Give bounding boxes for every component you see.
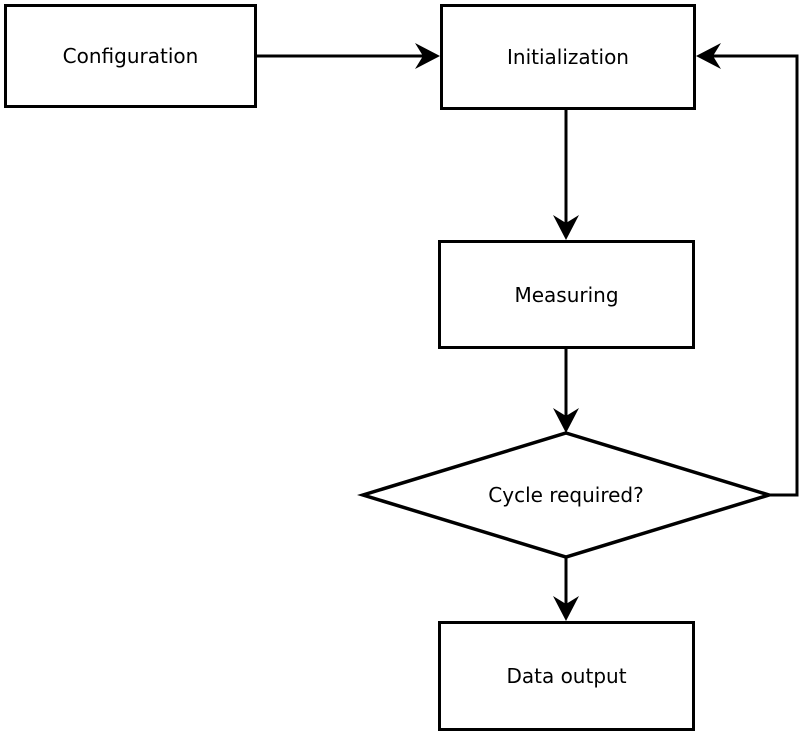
arrowhead-down-icon [553,215,579,240]
arrowhead-down-icon [553,596,579,621]
node-configuration-label: Configuration [62,44,199,68]
node-measuring: Measuring [438,240,695,349]
arrowhead-right-icon [415,43,440,69]
edge-measuring-to-decision [553,349,579,433]
node-data-output: Data output [438,621,695,731]
node-initialization-label: Initialization [507,45,629,69]
node-configuration: Configuration [4,4,257,108]
edge-configuration-to-initialization [257,43,440,69]
arrowhead-left-icon [696,43,721,69]
node-initialization: Initialization [440,4,696,110]
edge-decision-feedback-to-initialization [696,43,799,497]
edge-initialization-to-measuring [553,110,579,240]
node-measuring-label: Measuring [514,282,619,307]
arrowhead-down-icon [553,408,579,433]
node-cycle-required-label: Cycle required? [488,483,644,507]
node-data-output-label: Data output [506,664,627,688]
edge-decision-to-data-output [553,556,579,621]
node-cycle-required-shape [357,431,775,559]
